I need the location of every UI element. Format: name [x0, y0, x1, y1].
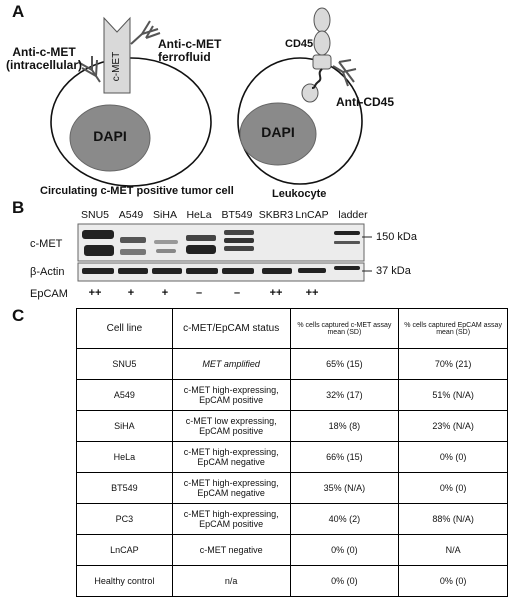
table-row: SiHA c-MET low expressing, EpCAM positiv… — [77, 411, 508, 442]
table-row: PC3 c-MET high-expressing, EpCAM positiv… — [77, 504, 508, 535]
table-row: BT549 c-MET high-expressing, EpCAM negat… — [77, 473, 508, 504]
capture-rate-table: Cell line c-MET/EpCAM status % cells cap… — [76, 308, 508, 597]
header-cmet-assay: % cells captured c-MET assay mean (SD) — [290, 309, 399, 349]
header-status: c-MET/EpCAM status — [172, 309, 290, 349]
epcam-capture-value: 51% (N/A) — [399, 380, 508, 411]
table-row: SNU5 MET amplified 65% (15) 70% (21) — [77, 349, 508, 380]
cell-line-status: c-MET low expressing, EpCAM positive — [172, 411, 290, 442]
cell-line-name: SiHA — [77, 411, 173, 442]
western-blot — [0, 0, 520, 300]
epcam-capture-value: 0% (0) — [399, 473, 508, 504]
epcam-capture-value: 0% (0) — [399, 566, 508, 597]
epcam-capture-value: 70% (21) — [399, 349, 508, 380]
epcam-capture-value: 0% (0) — [399, 442, 508, 473]
panel-c-letter: C — [12, 306, 24, 326]
cell-line-status: c-MET high-expressing, EpCAM negative — [172, 442, 290, 473]
cmet-capture-value: 32% (17) — [290, 380, 399, 411]
cell-line-status: c-MET high-expressing, EpCAM positive — [172, 380, 290, 411]
epcam-value: ++ — [289, 287, 335, 299]
cell-line-status: c-MET high-expressing, EpCAM negative — [172, 473, 290, 504]
cmet-capture-value: 65% (15) — [290, 349, 399, 380]
cell-line-name: A549 — [77, 380, 173, 411]
cell-line-name: HeLa — [77, 442, 173, 473]
cell-line-name: SNU5 — [77, 349, 173, 380]
cell-line-name: BT549 — [77, 473, 173, 504]
header-epcam-assay: % cells captured EpCAM assay mean (SD) — [399, 309, 508, 349]
epcam-capture-value: 23% (N/A) — [399, 411, 508, 442]
cell-line-name: PC3 — [77, 504, 173, 535]
cmet-capture-value: 0% (0) — [290, 566, 399, 597]
marker-37-label: 37 kDa — [376, 265, 411, 277]
cmet-capture-value: 18% (8) — [290, 411, 399, 442]
cell-line-status: c-MET high-expressing, EpCAM positive — [172, 504, 290, 535]
epcam-capture-value: 88% (N/A) — [399, 504, 508, 535]
header-cell-line: Cell line — [77, 309, 173, 349]
cell-line-name: Healthy control — [77, 566, 173, 597]
cmet-capture-value: 66% (15) — [290, 442, 399, 473]
table-header-row: Cell line c-MET/EpCAM status % cells cap… — [77, 309, 508, 349]
table-row: Healthy control n/a 0% (0) 0% (0) — [77, 566, 508, 597]
cell-line-status: MET amplified — [172, 349, 290, 380]
cmet-capture-value: 35% (N/A) — [290, 473, 399, 504]
marker-150-label: 150 kDa — [376, 231, 417, 243]
cell-line-status: n/a — [172, 566, 290, 597]
cmet-capture-value: 40% (2) — [290, 504, 399, 535]
table-row: HeLa c-MET high-expressing, EpCAM negati… — [77, 442, 508, 473]
table-row: A549 c-MET high-expressing, EpCAM positi… — [77, 380, 508, 411]
